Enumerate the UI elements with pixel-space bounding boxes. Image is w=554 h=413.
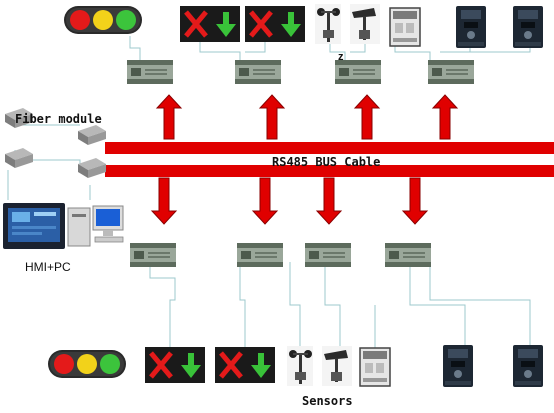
desktop-pc-icon [67, 205, 124, 247]
plc-module [385, 243, 431, 267]
wind-sensor-icon [315, 4, 341, 44]
up-arrow-icon [156, 94, 182, 140]
fiber-module-icon [78, 125, 106, 145]
vfd-drive-icon [456, 6, 486, 48]
signal-wires [7, 36, 531, 352]
wind-sensor-icon [287, 346, 313, 386]
sensors-label: Sensors [302, 394, 353, 408]
hmi-pc-label: HMI+PC [25, 260, 71, 274]
wind-vane-icon [350, 4, 380, 44]
down-arrow-icon [402, 177, 428, 225]
traffic-light-icon [64, 6, 142, 34]
fiber-module-label: Fiber module [15, 112, 102, 126]
plc-module [237, 243, 283, 267]
plc-module [335, 60, 381, 84]
up-arrow-icon [354, 94, 380, 140]
stray-mark: z [338, 51, 344, 63]
plc-module [127, 60, 173, 84]
sensor-cabinet-icon [359, 347, 391, 387]
traffic-light-icon [48, 350, 126, 378]
down-arrow-icon [151, 177, 177, 225]
plc-module [428, 60, 474, 84]
vfd-drive-icon [513, 345, 543, 387]
down-arrow-icon [252, 177, 278, 225]
wind-vane-icon [322, 346, 352, 386]
vfd-drive-icon [443, 345, 473, 387]
down-arrow-icon [316, 177, 342, 225]
vfd-drive-icon [513, 6, 543, 48]
up-arrow-icon [432, 94, 458, 140]
plc-module [235, 60, 281, 84]
plc-module [305, 243, 351, 267]
bus-cable-label: RS485 BUS Cable [272, 155, 380, 169]
plc-module [130, 243, 176, 267]
up-arrow-icon [259, 94, 285, 140]
rs485-bus [105, 142, 554, 177]
sensor-cabinet-icon [389, 7, 421, 47]
lane-signal-icon [145, 347, 205, 383]
fiber-module-icon [5, 148, 33, 168]
lane-signal-icon [215, 347, 275, 383]
hmi-touchscreen-icon [3, 203, 65, 249]
lane-signal-icon [245, 6, 305, 42]
fiber-module-icon [78, 158, 106, 178]
lane-signal-icon [180, 6, 240, 42]
